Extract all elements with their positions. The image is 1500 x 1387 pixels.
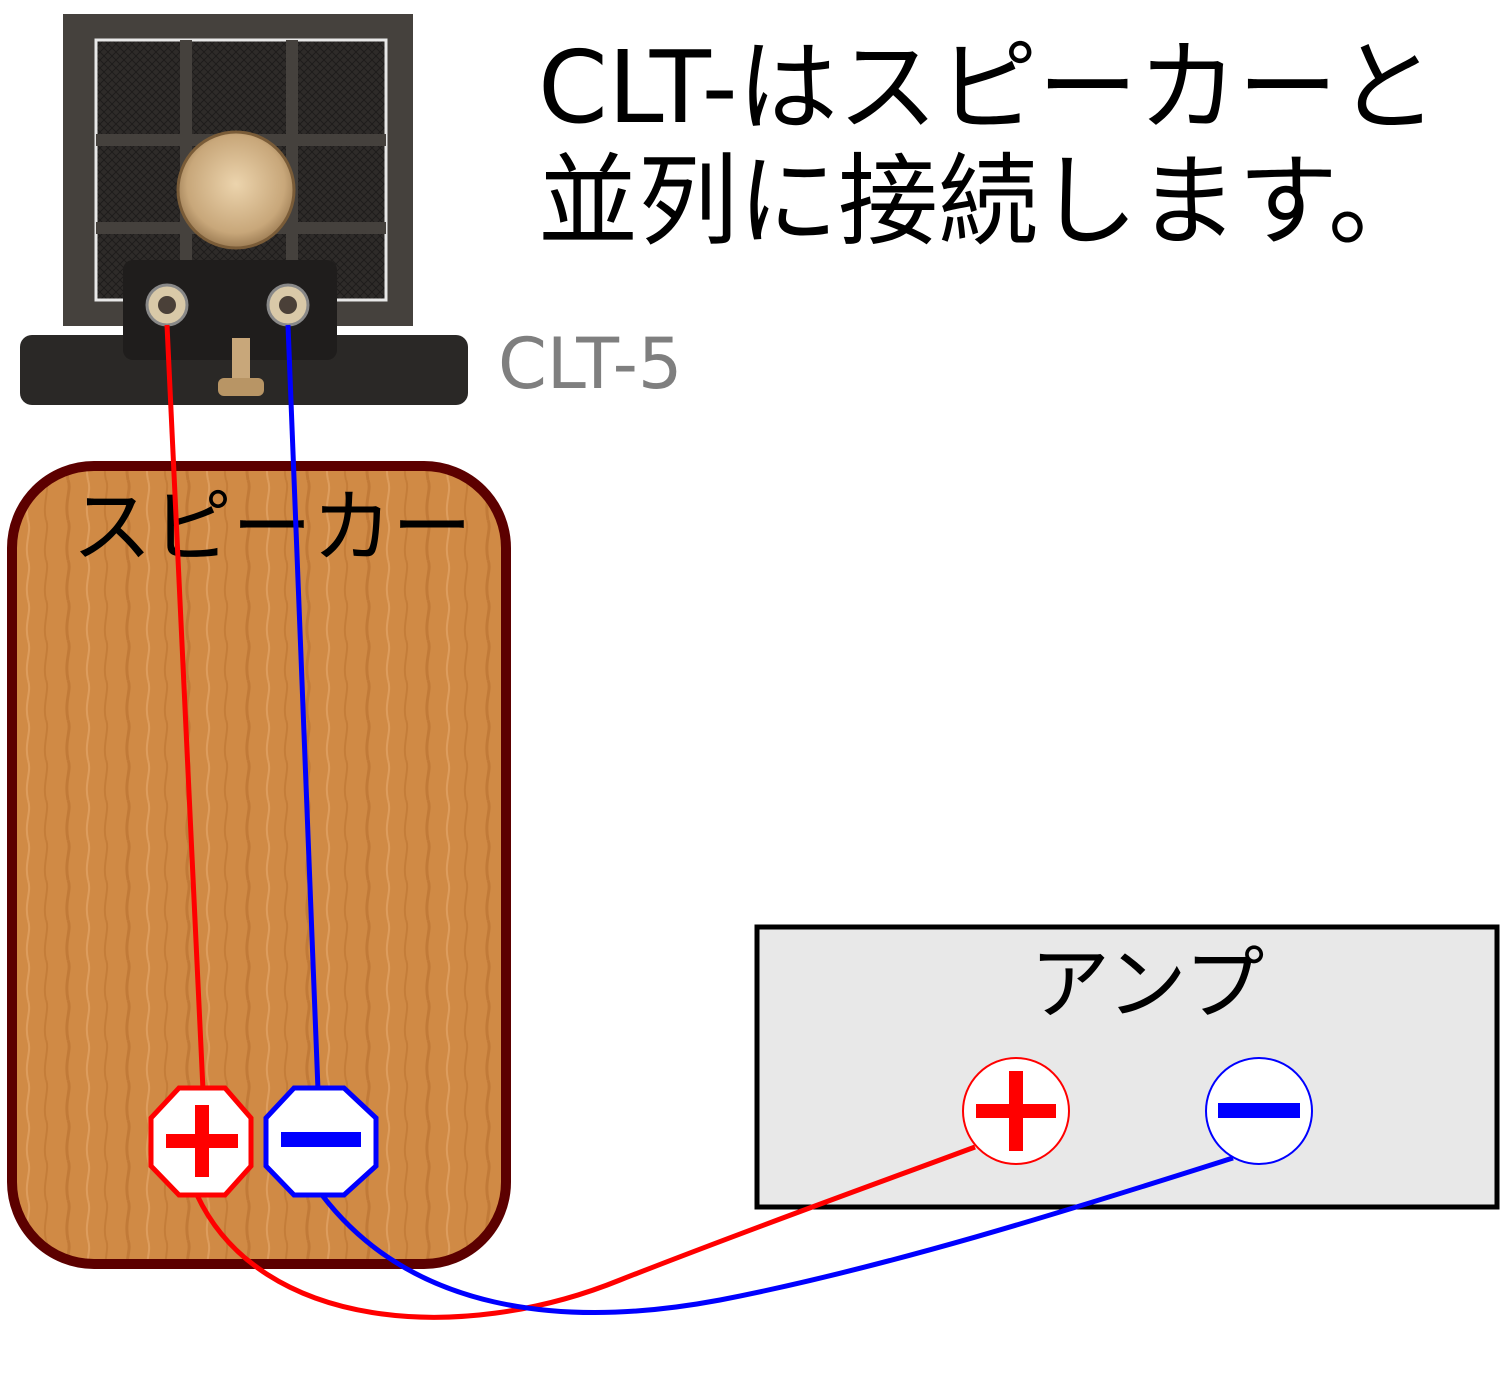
amplifier-box — [754, 924, 1500, 1210]
speaker-cabinet — [7, 461, 511, 1269]
plus-octagon-icon — [148, 1085, 254, 1198]
minus-circle-icon — [1205, 1057, 1313, 1165]
minus-octagon-icon — [263, 1085, 379, 1198]
clt-5-device — [20, 14, 468, 405]
device-knob-icon — [176, 130, 296, 250]
negative-wire-speaker-to-amp — [320, 1155, 1234, 1315]
plus-circle-icon — [962, 1057, 1070, 1165]
heading-line-1: CLT-はスピーカーと — [538, 29, 1438, 146]
speaker-label: スピーカー — [72, 481, 472, 574]
negative-wire-device-to-speaker — [285, 324, 321, 1091]
device-screw-icon — [232, 338, 250, 380]
positive-wire-device-to-speaker — [164, 324, 206, 1091]
positive-wire-speaker-to-amp — [194, 1144, 976, 1320]
amplifier-label: アンプ — [1030, 938, 1264, 1031]
heading-line-2: 並列に接続します。 — [538, 143, 1428, 260]
device-label: CLT-5 — [498, 323, 682, 405]
